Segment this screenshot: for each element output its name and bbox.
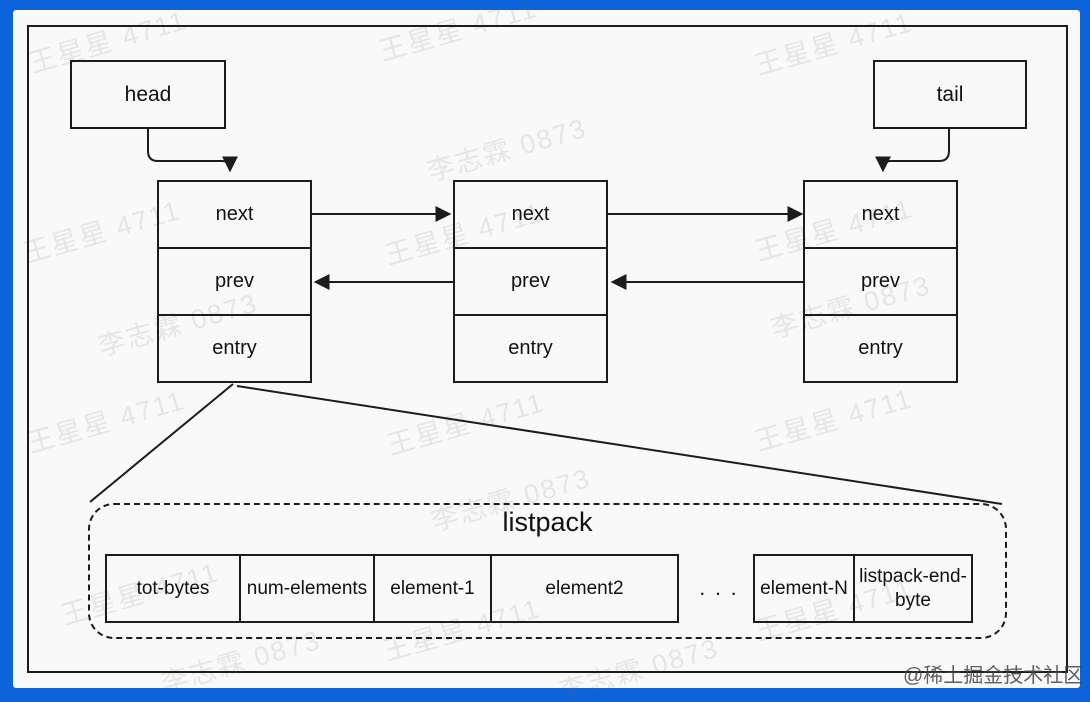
node1-entry-field: entry bbox=[212, 337, 257, 359]
diagram-border bbox=[27, 25, 1068, 673]
diagram-panel bbox=[13, 10, 1080, 688]
listpack-cells-left: tot-bytes num-elements element-1 element… bbox=[105, 554, 679, 623]
node3-next-field: next bbox=[805, 182, 956, 249]
list-node-3: next prev entry bbox=[803, 180, 958, 383]
list-node-2: next prev entry bbox=[453, 180, 608, 383]
node1-next-field: next bbox=[159, 182, 310, 249]
listpack-cell-element-1: element-1 bbox=[373, 554, 492, 623]
listpack-cells-right: element-N listpack-end-byte bbox=[753, 554, 973, 623]
tail-pointer-box: tail bbox=[873, 60, 1027, 129]
listpack-dashed-container bbox=[88, 503, 1007, 639]
listpack-cell-listpack-end-byte: listpack-end-byte bbox=[853, 554, 973, 623]
head-label: head bbox=[124, 82, 172, 106]
list-node-1: next prev entry bbox=[157, 180, 312, 383]
listpack-ellipsis: . . . bbox=[699, 576, 739, 600]
listpack-title: listpack bbox=[502, 507, 593, 537]
juejin-community-watermark: @稀土掘金技术社区 bbox=[903, 665, 1084, 687]
head-pointer-box: head bbox=[70, 60, 226, 129]
listpack-cell-element-N: element-N bbox=[753, 554, 855, 623]
node2-prev-field: prev bbox=[455, 249, 606, 316]
listpack-cell-element2: element2 bbox=[490, 554, 679, 623]
node3-entry-field: entry bbox=[858, 337, 903, 359]
listpack-cell-tot-bytes: tot-bytes bbox=[105, 554, 241, 623]
tail-label: tail bbox=[936, 82, 964, 106]
listpack-cell-num-elements: num-elements bbox=[239, 554, 375, 623]
node3-prev-field: prev bbox=[805, 249, 956, 316]
node2-next-field: next bbox=[455, 182, 606, 249]
node1-prev-field: prev bbox=[159, 249, 310, 316]
node2-entry-field: entry bbox=[508, 337, 553, 359]
